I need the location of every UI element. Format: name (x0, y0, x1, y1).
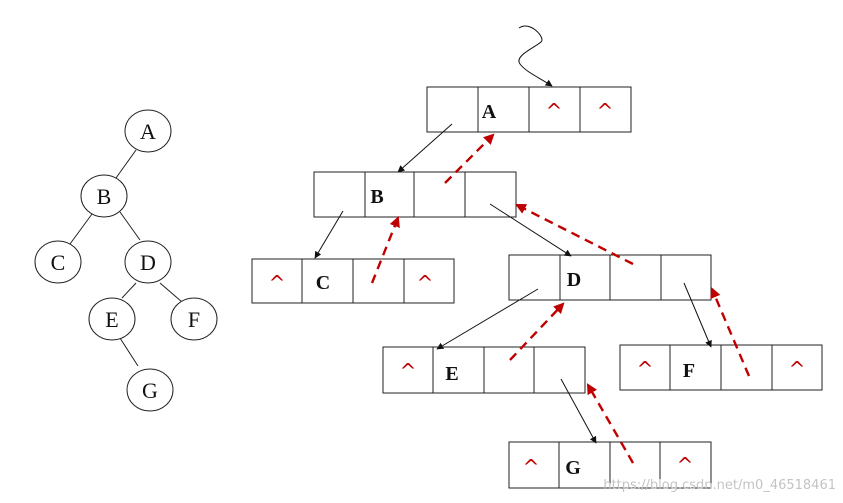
node-row-f-data: F (683, 360, 695, 382)
node-row-f-cell-1 (669, 344, 722, 391)
node-row-c-data: C (316, 272, 330, 294)
node-row-e-data: E (445, 363, 458, 385)
tree-edge-d-f (159, 282, 183, 303)
tree-node-f-label: F (188, 307, 200, 332)
tree-node-c: C (34, 240, 82, 284)
node-row-g-data: G (565, 457, 581, 479)
node-row-a-cell-0 (426, 86, 479, 133)
node-row-b-cell-0 (313, 171, 366, 218)
node-row-f-cell-3 (771, 344, 823, 391)
node-row-g-null-mark-0: ^ (523, 455, 540, 479)
node-row-a-null-mark-2: ^ (546, 99, 563, 123)
node-row-f-null-mark-3: ^ (789, 357, 806, 381)
node-row-g: ^ G ^ (508, 441, 712, 489)
root-pointer (518, 25, 553, 87)
node-row-e-cell-0 (382, 346, 434, 394)
thread-pointer-c-b (370, 215, 400, 284)
node-row-b-cell-2 (413, 171, 466, 218)
node-row-a-null-mark-3: ^ (597, 99, 614, 123)
threaded-structure: A ^ ^ B ^ C ^ D (251, 25, 823, 489)
tree-edge-d-e (121, 282, 137, 299)
tree-node-e: E (88, 297, 136, 341)
child-pointer-d-e (436, 288, 539, 350)
node-row-g-null-mark-3: ^ (677, 453, 694, 477)
tree-edge-a-b (115, 149, 137, 179)
node-row-d-cell-2 (609, 254, 662, 301)
node-row-d: D (508, 254, 712, 301)
node-row-c: ^ C ^ (251, 258, 455, 304)
node-row-a-data: A (482, 101, 497, 123)
watermark-text: https://blog.csdn.net/m0_46518461 (603, 478, 836, 493)
tree-node-d: D (124, 240, 172, 284)
tree-edge-b-d (119, 211, 141, 241)
child-pointer-b-d (489, 203, 572, 257)
node-row-d-cell-0 (508, 254, 561, 301)
binary-tree: A B C D E F G (34, 109, 218, 412)
node-row-d-cell-1 (559, 254, 611, 301)
thread-pointers (370, 133, 751, 464)
tree-node-g: G (126, 368, 174, 412)
node-row-a-cell-3 (579, 86, 632, 133)
child-pointer-e-g (560, 378, 597, 444)
tree-node-a: A (124, 109, 172, 153)
node-row-d-data: D (567, 269, 581, 291)
node-row-b-cell-3 (464, 171, 517, 218)
thread-pointer-g-e (586, 383, 635, 464)
node-row-c-null-mark-0: ^ (269, 271, 286, 295)
child-pointer-d-f (683, 282, 712, 348)
tree-node-a-label: A (140, 119, 156, 144)
node-row-b-data: B (370, 186, 383, 208)
node-row-f-cell-0 (619, 344, 671, 391)
node-row-e-cell-3 (533, 346, 586, 394)
tree-node-g-label: G (142, 378, 158, 403)
node-row-c-cell-3 (403, 258, 455, 304)
node-row-g-cell-3 (659, 441, 712, 489)
node-row-c-null-mark-3: ^ (417, 271, 434, 295)
node-row-c-cell-0 (251, 258, 303, 304)
node-row-e-null-mark-0: ^ (400, 359, 417, 383)
tree-node-c-label: C (51, 250, 66, 275)
tree-edges (69, 149, 183, 367)
node-row-f: ^ F ^ (619, 344, 823, 391)
tree-node-b-label: B (97, 184, 112, 209)
node-row-e-cell-1 (432, 346, 485, 394)
tree-node-e-label: E (105, 307, 118, 332)
tree-edge-b-c (69, 213, 93, 245)
thread-pointer-d-b (515, 203, 634, 266)
tree-node-b: B (80, 174, 128, 218)
node-row-b: B (313, 171, 517, 218)
thread-pointer-e-d (509, 302, 565, 361)
thread-pointer-f-d (710, 287, 751, 377)
child-pointer-b-c (314, 210, 344, 259)
node-row-d-cell-3 (660, 254, 712, 301)
node-row-e-cell-2 (483, 346, 535, 394)
node-row-g-cell-0 (508, 441, 560, 489)
node-row-a: A ^ ^ (426, 86, 632, 133)
child-pointer-a-b (397, 123, 453, 173)
node-row-b-cell-1 (364, 171, 415, 218)
tree-node-f: F (170, 297, 218, 341)
tree-node-d-label: D (140, 250, 156, 275)
node-row-g-cell-2 (609, 441, 661, 489)
thread-pointer-b-a (444, 133, 495, 184)
tree-edge-e-g (119, 337, 139, 367)
child-pointers (314, 123, 712, 444)
node-row-e: ^ E (382, 346, 586, 394)
node-row-f-null-mark-0: ^ (637, 357, 654, 381)
